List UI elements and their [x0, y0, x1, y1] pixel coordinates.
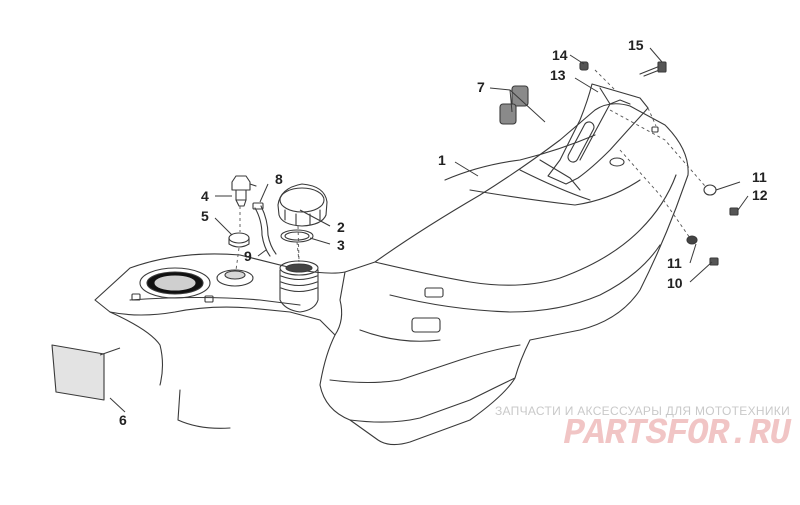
- callout-10: 10: [667, 275, 683, 291]
- label-sticker: [51, 344, 105, 401]
- watermark-tagline: ЗАПЧАСТИ И АКСЕССУАРЫ ДЛЯ МОТОТЕХНИКИ: [494, 404, 790, 418]
- washer-11-lower: [686, 235, 698, 245]
- callout-6: 6: [119, 412, 127, 428]
- callout-4: 4: [201, 188, 209, 204]
- nut-14: [579, 61, 589, 71]
- bolt-15: [639, 61, 667, 77]
- fuel-tank: [94, 103, 689, 446]
- grommet: [228, 232, 250, 248]
- callout-11-upper: 11: [752, 169, 767, 185]
- callout-1: 1: [438, 152, 446, 168]
- screw-10: [709, 257, 719, 266]
- callout-11-lower: 11: [667, 255, 682, 271]
- watermark-logo: PARTSFOR.RU: [563, 413, 791, 454]
- fuel-hose: [252, 202, 277, 257]
- tank-mount-hole: [651, 126, 659, 133]
- callout-5: 5: [201, 208, 209, 224]
- screw-12: [729, 207, 739, 216]
- callouts: 1 2 3 4 5 6 7 8 9 10 11 11 12 13 14 15: [119, 37, 768, 428]
- rubber-pads: [499, 85, 529, 125]
- callout-3: 3: [337, 237, 345, 253]
- callout-14: 14: [552, 47, 568, 63]
- callout-2: 2: [337, 219, 345, 235]
- mounting-bracket: [547, 83, 649, 185]
- fuel-valve: [231, 175, 257, 207]
- fuel-cap: [277, 183, 328, 227]
- callout-7: 7: [477, 79, 485, 95]
- callout-8: 8: [275, 171, 283, 187]
- callout-12: 12: [752, 187, 768, 203]
- filler-neck: [279, 260, 319, 313]
- callout-13: 13: [550, 67, 566, 83]
- washer-11-upper: [703, 184, 717, 196]
- hose-clamp: [252, 202, 264, 210]
- callout-15: 15: [628, 37, 644, 53]
- callout-9: 9: [244, 248, 252, 264]
